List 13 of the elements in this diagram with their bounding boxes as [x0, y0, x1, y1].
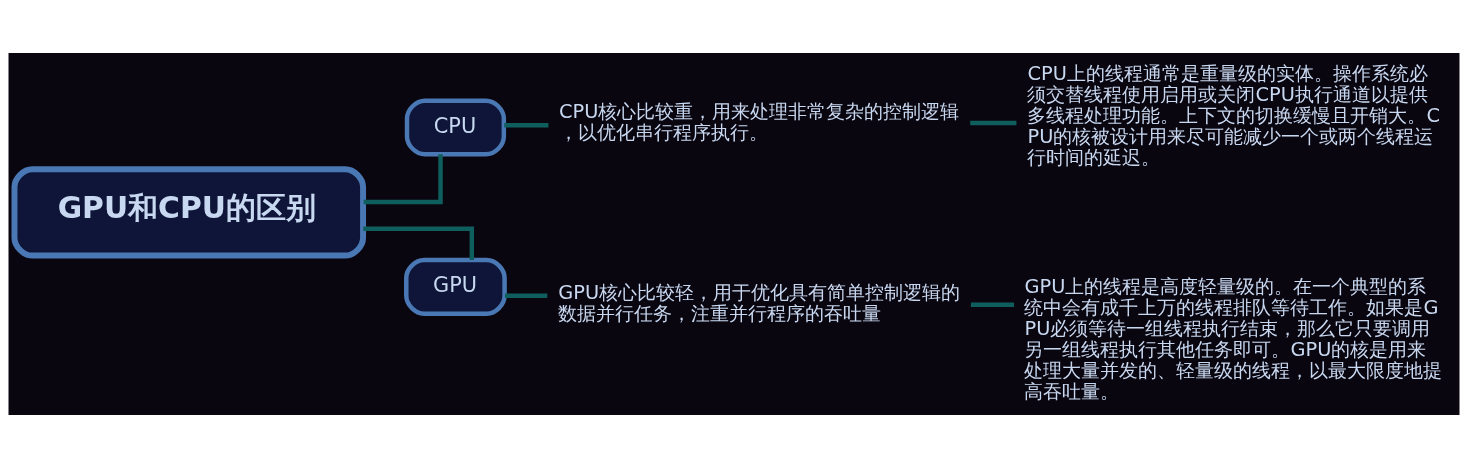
connector [970, 302, 1015, 307]
node-text: GPU上的线程是高度轻量级的。在一个典型的系统中会有成千上万的线程排队等待工作。如果是GPU必须等待一组线程执行结束，那么它只要调用另一组线程执行其他任务即可。GPU的核是用来处理大量并发的、轻量级的线程，以最大限度地提高吞吐量。 [1024, 274, 1443, 403]
node-text: CPU上的线程通常是重量级的实体。操作系统必须交替线程使用启用或关闭CPU执行通道以提供多线程处理功能。上下文的切换缓慢且开销大。CPU的核被设计用来尽可能减少一个或两个线程运行时间的延迟。 [1027, 61, 1440, 169]
connector [363, 226, 475, 260]
connector [363, 153, 443, 204]
connector [504, 122, 549, 127]
connector [504, 293, 548, 298]
node-box: CPU [404, 97, 507, 157]
node-box: GPU [404, 257, 507, 316]
node-text: GPU核心比较轻，用于优化具有简单控制逻辑的数据并行任务，注重并行程序的吞吐量 [558, 280, 961, 325]
node-box: GPU和CPU的区别 [11, 165, 367, 259]
node-text: CPU核心比较重，用来处理非常复杂的控制逻辑，以优化串行程序执行。 [558, 99, 960, 144]
connector [970, 120, 1017, 125]
